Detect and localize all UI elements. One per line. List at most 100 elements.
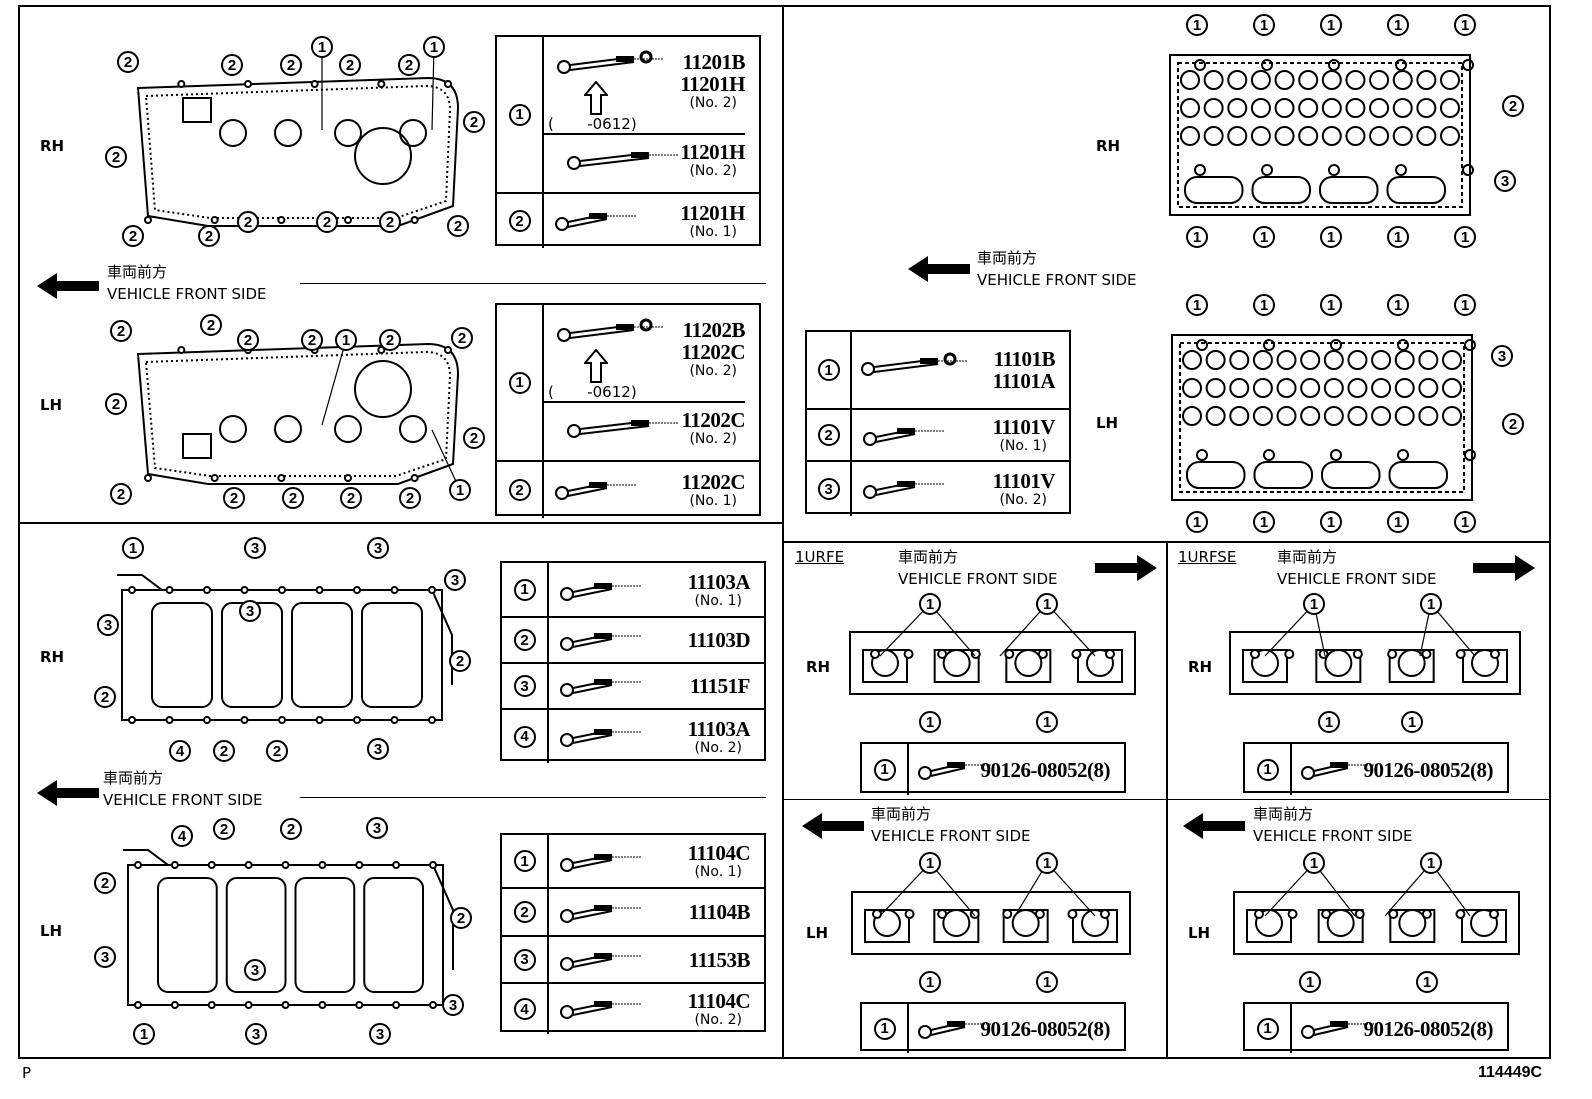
front-side-label-jp: 車両前方 [1253,805,1314,823]
side-label-urfse_lh: LH [1188,924,1211,942]
callout-head_lh: 1 [1253,294,1275,316]
journal-cap [1462,649,1508,683]
cylinder-head-outline [1171,334,1473,501]
bolt-hole [1421,909,1432,919]
baffle [182,97,212,123]
journal-cap [1315,649,1362,683]
callout-urfse_rh: 1 [1303,593,1325,615]
part-note: (No. 1) [689,224,737,240]
up-arrow-icon [584,349,608,383]
part-number: 11101V [992,469,1056,493]
valve-port [1229,406,1250,426]
bolt-hole [1254,909,1264,919]
row-number-callout: 4 [513,725,536,748]
head-bolt [1328,164,1340,176]
callout-valve_cover_lh: 2 [301,329,323,351]
callout-lower_rh: 2 [94,686,116,708]
row-number: 2 [807,410,852,460]
callout-head_lh: 1 [1454,511,1476,533]
part-number: 11201H [680,71,745,96]
side-label-urfe_lh: LH [806,924,829,942]
row-number-callout: 2 [817,424,840,446]
valve-port [1274,126,1295,146]
row-number: 1 [862,1004,909,1053]
callout-urfse_lh: 1 [1303,852,1325,874]
front-side-label-jp: 車両前方 [103,769,164,787]
bolt-hole [1321,909,1332,919]
bolt-hole [1387,649,1398,659]
bolt-hole [210,216,219,224]
part-number: 11103D [687,628,751,652]
bolt-icon [560,582,642,601]
bolt-hole [281,1001,290,1009]
callout-valve_cover_rh: 2 [122,225,144,247]
callout-urfse_lh: 1 [1416,971,1438,993]
callout-urfse_rh: 1 [1401,711,1423,733]
part-number: 90126-08052(8) [980,1016,1111,1041]
head-bolt [1397,339,1409,351]
head-bolt [1261,59,1273,71]
valve-port [1369,126,1390,146]
valve-port [1252,350,1273,370]
bolt-hole [318,861,327,869]
valve-port [1298,126,1319,146]
callout-head_rh: 2 [1502,95,1524,117]
leader-line [1046,603,1096,657]
side-label-head_lh: LH [1096,414,1119,432]
row-number-callout: 3 [817,478,840,500]
row-number-callout: 1 [513,578,536,601]
part-number: 11101A [992,369,1056,393]
callout-lower_lh: 3 [369,1023,391,1045]
valve-port [1205,406,1226,426]
callout-urfe_lh: 1 [919,971,941,993]
valve-port [1300,378,1321,398]
part-number: 11151F [689,674,751,698]
date-range-bracket: ( -0612) [542,115,745,135]
part-cell: 11103A(No. 1) [547,563,764,616]
callout-head_lh: 2 [1502,413,1524,435]
callout-head_lh: 1 [1454,294,1476,316]
bolt-hole [355,1001,364,1009]
valve-port [1440,126,1460,146]
row-number: 1 [502,835,549,887]
leader-line [1384,862,1432,917]
row-number-callout: 3 [513,675,536,697]
bolt-icon [918,1020,995,1039]
callout-valve_cover_rh: 1 [311,36,333,58]
callout-valve_cover_lh: 2 [379,329,401,351]
part-number: 11103A [687,716,751,741]
cam-housing-outline [849,631,1136,695]
valve-port [1180,126,1200,146]
row-number: 4 [502,710,549,763]
part-number: 11202C [681,339,745,364]
cam-housing-outline [851,891,1131,955]
divider [300,797,766,798]
bolt-hole [277,474,286,482]
bolt-hole [1004,649,1015,659]
arrow-shape [1473,555,1535,581]
side-label-lower_rh: RH [40,648,65,666]
head-inner [1179,342,1465,493]
footer-page-mark: P [22,1064,32,1082]
spark-plug-hole [399,415,427,443]
journal-cap [1317,909,1364,943]
bolt-hole [244,861,253,869]
journal-cap [1246,909,1292,943]
bolt-icon [567,152,679,170]
leader-line [1430,603,1476,657]
callout-valve_cover_rh: 2 [447,215,469,237]
valve-port [1276,406,1297,426]
part-note: (No. 1) [689,493,737,509]
side-label-valve_cover_lh: LH [40,396,63,414]
bolt-hole [428,716,436,724]
